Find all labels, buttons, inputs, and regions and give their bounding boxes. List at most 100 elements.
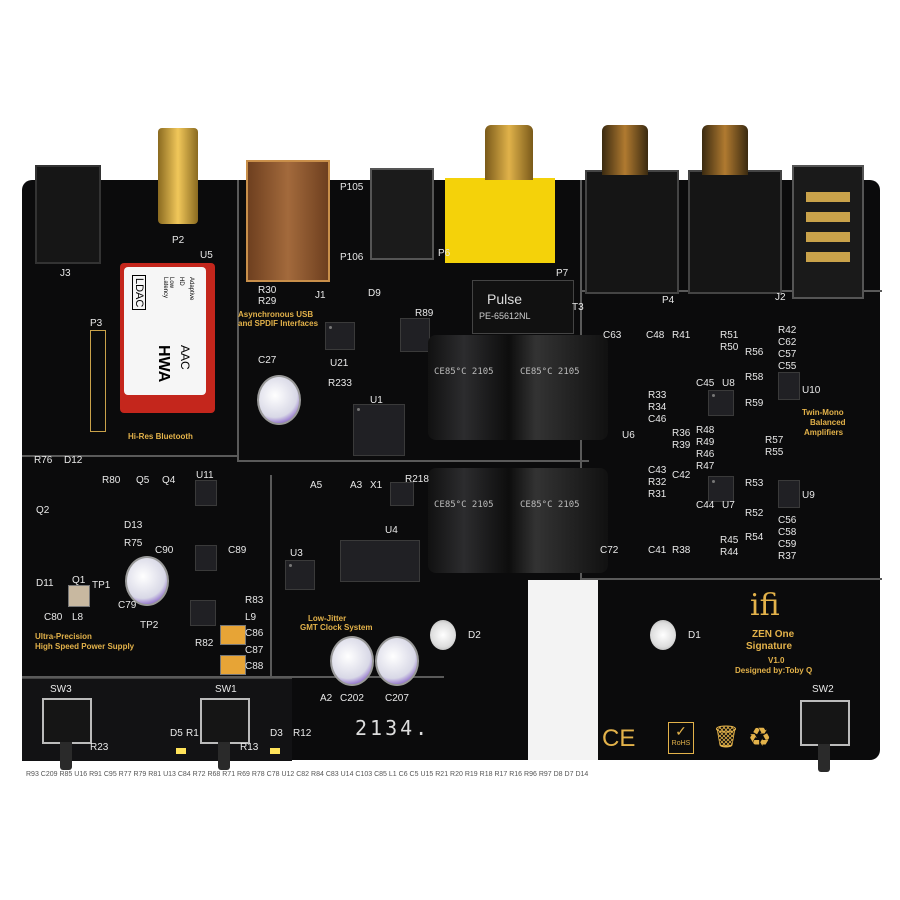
designator: C89: [228, 545, 247, 556]
c202-capacitor: [330, 636, 374, 686]
designator: R29: [258, 296, 277, 307]
u8-amp-chip: [708, 390, 734, 416]
c79-capacitor: [125, 556, 169, 606]
designator: A3: [350, 480, 363, 491]
u11-chip: [195, 480, 217, 506]
designator: C209: [40, 771, 60, 778]
designator: C83: [325, 771, 341, 778]
designator: U6: [622, 430, 635, 441]
designator: R233: [328, 378, 352, 389]
designator: C41: [648, 545, 667, 556]
designator: R77: [118, 771, 134, 778]
sma-antenna-connector[interactable]: [158, 128, 198, 224]
d5-led: [176, 748, 186, 754]
bluetooth-module: LDAC Adaptive HD Low Latency AAC HWA: [120, 263, 215, 413]
designator: R48: [696, 425, 715, 436]
designator: U16: [74, 771, 90, 778]
designator: C55: [778, 361, 797, 372]
filter-capacitor-bank-top: CE85°C 2105 CE85°C 2105: [428, 335, 608, 440]
u3-chip: [285, 560, 315, 590]
designator: R97: [538, 771, 554, 778]
designator: R78: [251, 771, 267, 778]
section-divider: [22, 455, 239, 457]
p3-header: [90, 330, 106, 432]
designator: R38: [672, 545, 691, 556]
pulse-brand: Pulse: [487, 291, 523, 307]
designator: D7: [564, 771, 576, 778]
sw1-button[interactable]: [200, 698, 250, 770]
designator: C5: [409, 771, 421, 778]
u2-chip: [400, 318, 430, 352]
designator: L8: [72, 612, 84, 623]
capacitor-marking: CE85°C 2105: [434, 367, 494, 377]
designator: U9: [802, 490, 815, 501]
usb-connector[interactable]: [246, 160, 330, 282]
designator: R79: [133, 771, 149, 778]
designator: U8: [722, 378, 735, 389]
jack-contact: [806, 252, 850, 262]
coaxial-rca-connector[interactable]: [445, 178, 555, 263]
designator: L9: [245, 612, 257, 623]
version: V1.0: [768, 656, 785, 665]
designator: Q4: [162, 475, 176, 486]
designator: SW3: [50, 684, 72, 695]
designator: U7: [722, 500, 735, 511]
designator: R1: [186, 728, 199, 739]
designator: C6: [398, 771, 410, 778]
designator: P2: [172, 235, 185, 246]
designator: R20: [450, 771, 465, 778]
designator: R84: [311, 771, 326, 778]
power-section-label-1: Ultra-Precision: [35, 632, 92, 641]
designator: R89: [415, 308, 434, 319]
designator: R39: [672, 440, 691, 451]
c86-capacitor: [220, 625, 246, 645]
designator: C72: [600, 545, 619, 556]
designator: J3: [60, 268, 71, 279]
section-divider: [22, 676, 444, 678]
adaptive-text: Adaptive: [188, 277, 194, 301]
section-divider: [580, 578, 882, 580]
sw3-button[interactable]: [42, 698, 92, 770]
designator: TP1: [92, 580, 111, 591]
designator: R45: [720, 535, 739, 546]
designator: R16: [509, 771, 525, 778]
optical-spdif-connector[interactable]: [370, 168, 434, 260]
designator: R75: [124, 538, 143, 549]
jack-contact: [806, 212, 850, 222]
designator: C58: [778, 527, 797, 538]
designator: C56: [778, 515, 797, 526]
designator: P3: [90, 318, 103, 329]
designator: R85: [59, 771, 75, 778]
designator: R80: [102, 475, 121, 486]
dc-jack[interactable]: [35, 165, 101, 264]
designator: R93: [26, 771, 41, 778]
designator: C57: [778, 349, 797, 360]
rca-output-left[interactable]: [585, 170, 679, 294]
designator: R44: [720, 547, 739, 558]
balanced-headphone-jack[interactable]: [792, 165, 864, 299]
designator: R58: [745, 372, 764, 383]
rca-output-right[interactable]: [688, 170, 782, 294]
designator: C63: [603, 330, 622, 341]
u1-usb-processor-chip: [353, 404, 405, 456]
designator: C87: [245, 645, 264, 656]
designator: T3: [572, 302, 584, 313]
usb-section-label-2: and SPDIF Interfaces: [238, 319, 319, 328]
designator: U13: [163, 771, 178, 778]
designator: R18: [479, 771, 495, 778]
d2-led: [430, 620, 456, 650]
designator: R72: [192, 771, 208, 778]
designator: J2: [775, 292, 786, 303]
designator: Q1: [72, 575, 86, 586]
c27-capacitor: [257, 375, 301, 425]
designator: R30: [258, 285, 277, 296]
designator: P106: [340, 252, 364, 263]
u15-chip: [340, 540, 420, 582]
ce-mark: CE: [602, 725, 636, 752]
designator: P4: [662, 295, 675, 306]
designator: C207: [385, 693, 409, 704]
designator: R51: [720, 330, 739, 341]
designator: C80: [44, 612, 63, 623]
designator: R47: [696, 461, 715, 472]
sw2-button[interactable]: [800, 700, 850, 772]
